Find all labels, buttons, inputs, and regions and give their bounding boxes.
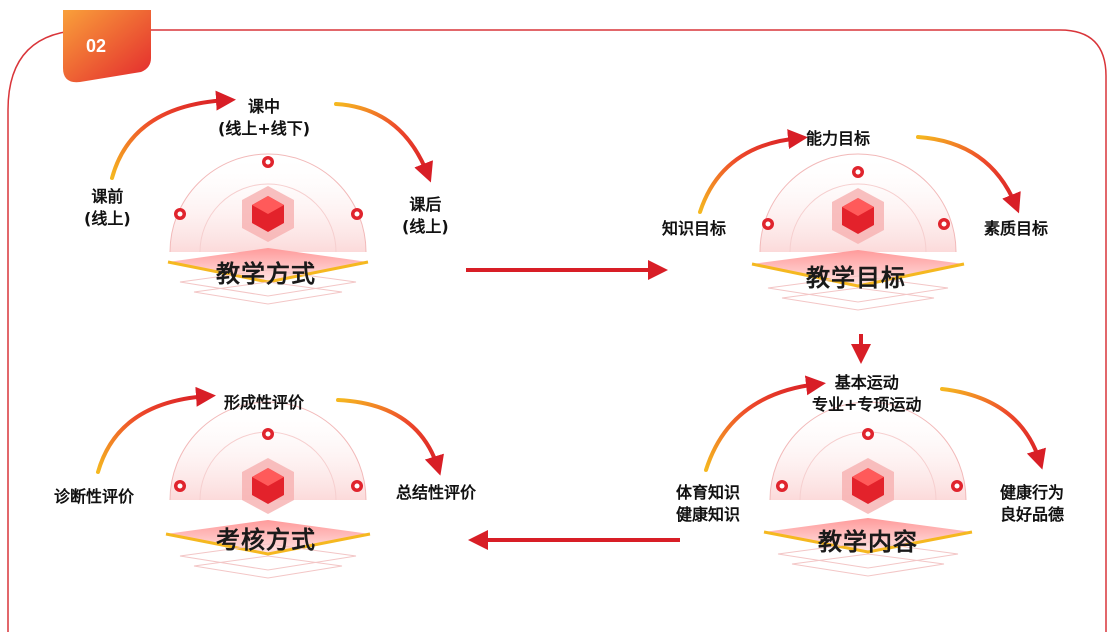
arrow-assess-left	[96, 386, 216, 474]
section-badge: 02	[63, 10, 151, 82]
arrow-assess-right	[336, 398, 444, 476]
content-title: 教学内容	[818, 528, 918, 556]
assess-right-label: 总结性评价	[396, 483, 477, 502]
arrow-goal-right	[916, 135, 1021, 214]
method-left-label: 课前 (线上)	[84, 187, 131, 228]
arrow-content-right	[940, 387, 1046, 470]
module-goal-graphic	[751, 153, 965, 311]
badge-number: 02	[85, 36, 107, 56]
method-title: 教学方式	[216, 260, 316, 288]
arrow-content-left	[704, 375, 826, 472]
goal-title: 教学目标	[806, 264, 906, 292]
content-left-label: 体育知识 健康知识	[676, 483, 741, 524]
module-method-graphic	[167, 153, 369, 305]
method-top-label: 课中 (线上+线下)	[218, 97, 311, 138]
method-right-label: 课后 (线上)	[402, 195, 449, 236]
module-content-graphic	[763, 401, 973, 577]
module-assess-graphic	[165, 401, 371, 579]
assess-title: 考核方式	[216, 526, 316, 554]
goal-left-label: 知识目标	[662, 219, 727, 238]
goal-right-label: 素质目标	[984, 219, 1049, 238]
arrow-goal-left	[698, 129, 808, 214]
assess-top-label: 形成性评价	[224, 393, 305, 412]
arrow-method-right	[334, 102, 433, 183]
goal-top-label: 能力目标	[806, 129, 871, 148]
badge-shape	[63, 10, 151, 83]
assess-left-label: 诊断性评价	[54, 487, 135, 506]
arrow-method-left	[110, 90, 236, 180]
content-right-label: 健康行为 良好品德	[1000, 483, 1065, 524]
content-top-label: 基本运动 专业+专项运动	[812, 373, 922, 414]
